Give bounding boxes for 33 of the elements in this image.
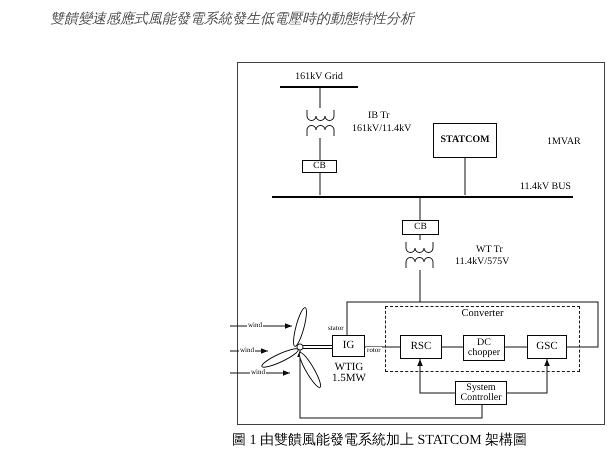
transformer-label: IB Tr (368, 111, 390, 121)
generator-box: IG (332, 335, 365, 357)
breaker-box: CB (302, 160, 337, 173)
arrow (417, 358, 456, 394)
connector-line (442, 346, 464, 348)
group-title: Converter (462, 309, 504, 320)
statcom-box: STATCOM (433, 123, 497, 158)
arrow (506, 358, 550, 394)
bus-label: 161kV Grid (295, 72, 343, 82)
converter-block: GSC (527, 335, 567, 359)
transformer-label: WT Tr (476, 245, 503, 255)
bus-bar (272, 182, 573, 198)
transformer-label: 11.4kV/575V (455, 257, 510, 267)
transformer-symbol (405, 240, 435, 270)
generator-label: WTIG 1.5MW (331, 362, 367, 384)
controller-box: System Controller (455, 381, 507, 405)
arrow (297, 350, 482, 418)
connector-line (504, 346, 528, 348)
rating-label: 1MVAR (547, 137, 581, 147)
transformer-label: 161kV/11.4kV (352, 124, 412, 134)
connector-line (464, 158, 466, 196)
bus-label: 11.4kV BUS (520, 182, 571, 192)
bus-bar (280, 72, 358, 88)
breaker-box: CB (402, 220, 439, 235)
connector-line (364, 346, 400, 348)
converter-block: DC chopper (463, 335, 505, 361)
transformer-symbol (306, 108, 336, 138)
connector-line (324, 345, 332, 349)
running-header: 雙饋變速感應式風能發電系統發生低電壓時的動態特性分析 (50, 13, 414, 27)
converter-block: RSC (400, 335, 442, 359)
converter-box (385, 306, 580, 372)
figure-caption: 圖 1 由雙饋風能發電系統加上 STATCOM 架構圖 (232, 434, 528, 448)
connector-line (420, 270, 598, 348)
